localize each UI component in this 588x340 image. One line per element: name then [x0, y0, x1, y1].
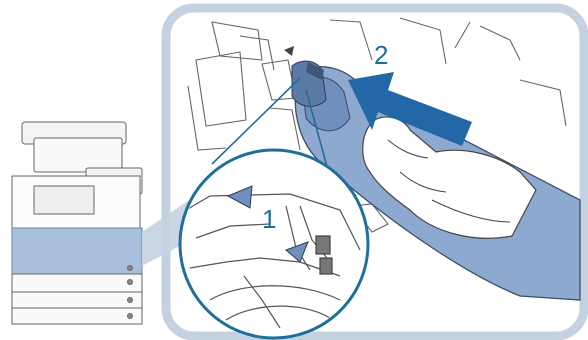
magnifier-detail: 1	[180, 150, 368, 338]
step-2-label: 2	[374, 40, 388, 70]
step-1-label: 1	[262, 204, 276, 234]
copier-machine	[12, 122, 142, 324]
